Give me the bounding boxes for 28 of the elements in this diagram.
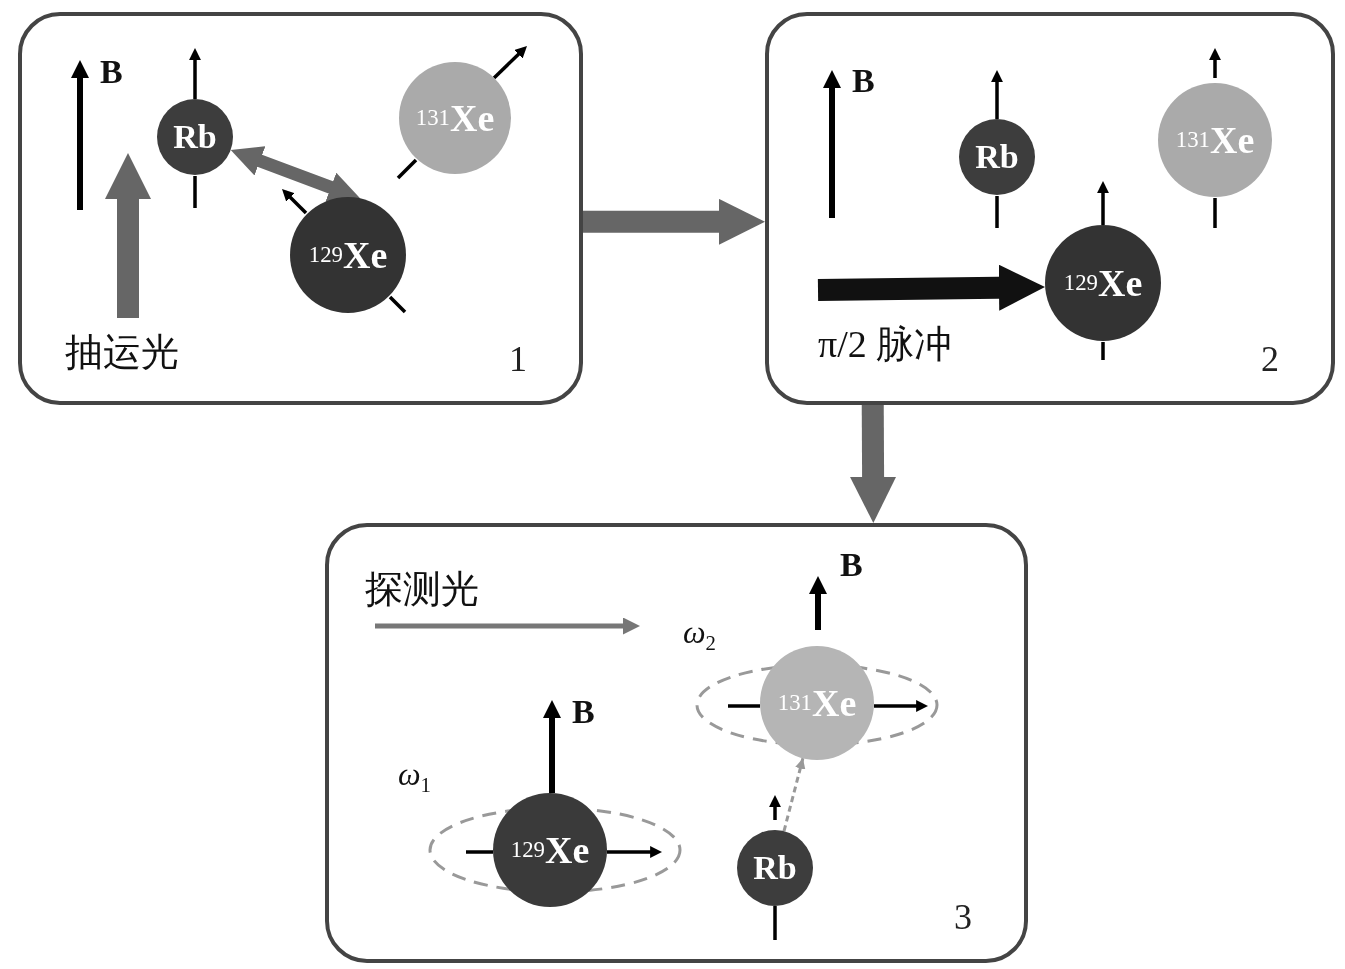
text-label: 抽运光 (65, 333, 179, 371)
text-label: B (840, 548, 863, 582)
text-label: B (852, 64, 875, 98)
panel (765, 12, 1335, 405)
panel-number: 2 (1261, 341, 1279, 377)
arrow (850, 404, 897, 524)
text-label: ω$_{2}$ (683, 616, 716, 655)
text-label: π/2 脉冲 (818, 325, 953, 363)
atom-circle: Rb (157, 99, 233, 175)
arrow (817, 264, 1046, 311)
atom-circle: Rb (737, 830, 813, 906)
atom-circle: $^{129}$Xe (290, 197, 406, 313)
arrow (782, 757, 806, 832)
atom-circle: $^{131}$Xe (399, 62, 511, 174)
atom-circle: $^{131}$Xe (760, 646, 874, 760)
panel (325, 523, 1028, 963)
atom-circle: $^{131}$Xe (1158, 83, 1272, 197)
text-label: ω$_{1}$ (398, 758, 431, 797)
text-label: B (572, 695, 595, 729)
atom-circle: $^{129}$Xe (493, 793, 607, 907)
arrow (583, 198, 765, 245)
text-label: 探测光 (365, 570, 479, 608)
text-label: B (100, 55, 123, 89)
panel-number: 1 (509, 341, 527, 377)
atom-circle: $^{129}$Xe (1045, 225, 1161, 341)
atom-circle: Rb (959, 119, 1035, 195)
panel (18, 12, 583, 405)
panel-number: 3 (954, 899, 972, 935)
